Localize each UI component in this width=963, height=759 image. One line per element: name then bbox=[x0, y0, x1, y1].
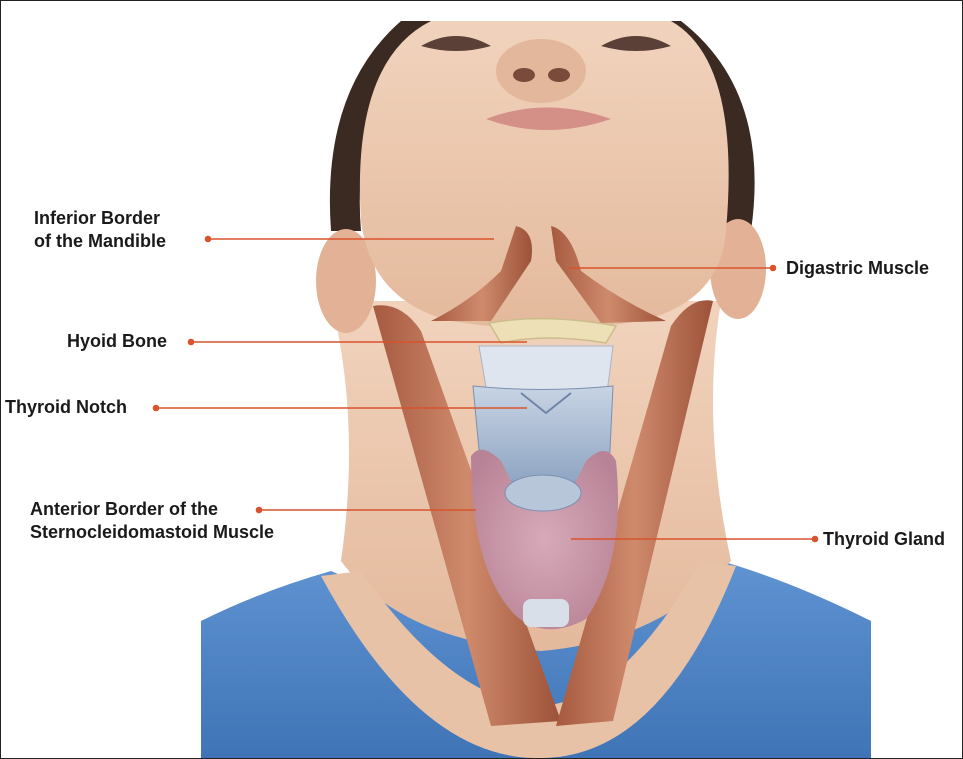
left-nostril bbox=[513, 68, 535, 82]
cricoid-cartilage bbox=[505, 475, 581, 511]
label-inferior-border-mandible: Inferior Border of the Mandible bbox=[34, 207, 166, 253]
right-nostril bbox=[548, 68, 570, 82]
label-scm-line2: Sternocleidomastoid Muscle bbox=[30, 521, 274, 544]
label-thyroid-notch: Thyroid Notch bbox=[5, 396, 127, 419]
label-digastric-muscle: Digastric Muscle bbox=[786, 257, 929, 280]
label-anterior-border-scm: Anterior Border of the Sternocleidomasto… bbox=[30, 498, 274, 544]
label-mandible-line1: Inferior Border bbox=[34, 207, 166, 230]
label-mandible-line2: of the Mandible bbox=[34, 230, 166, 253]
nose bbox=[496, 39, 586, 103]
label-thyroid-gland: Thyroid Gland bbox=[823, 528, 945, 551]
label-scm-line1: Anterior Border of the bbox=[30, 498, 274, 521]
label-hyoid-bone: Hyoid Bone bbox=[67, 330, 167, 353]
trachea bbox=[523, 599, 569, 627]
thyrohyoid-membrane bbox=[479, 346, 613, 393]
